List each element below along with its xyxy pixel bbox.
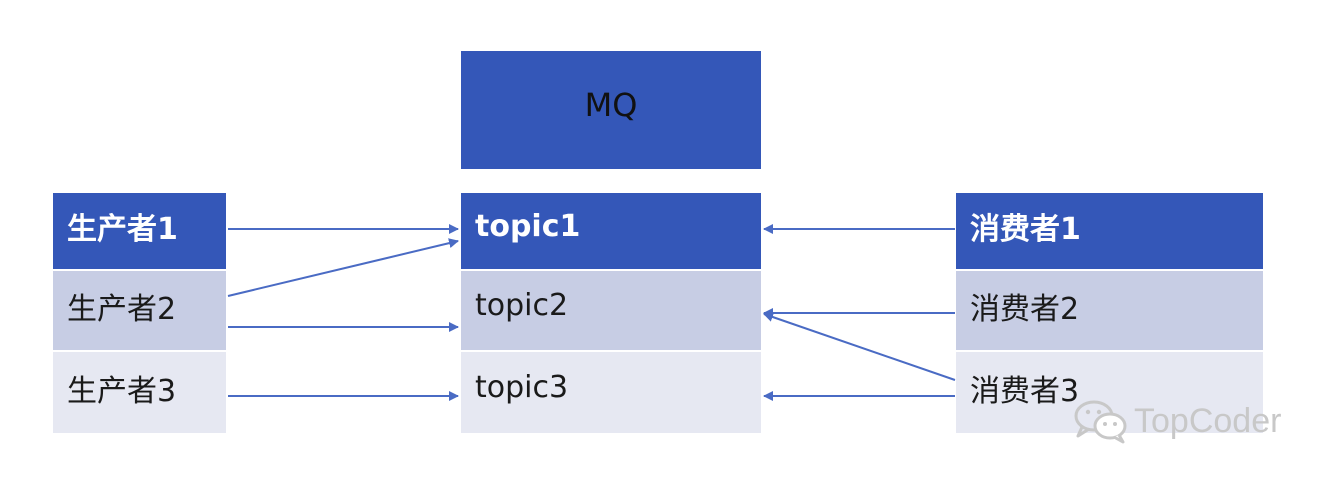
mq-header: MQ xyxy=(461,51,761,169)
consumer-2: 消费者2 xyxy=(956,271,1263,350)
topic-2-label: topic2 xyxy=(475,288,569,323)
consumer-1-label: 消费者1 xyxy=(970,212,1081,247)
topic-1: topic1 xyxy=(461,193,761,269)
wechat-icon xyxy=(1074,400,1127,444)
topic-3: topic3 xyxy=(461,352,761,433)
producer-2: 生产者2 xyxy=(53,271,226,350)
consumer-2-label: 消费者2 xyxy=(970,291,1080,327)
producer-3: 生产者3 xyxy=(53,352,226,433)
producer-3-label: 生产者3 xyxy=(67,373,177,409)
producer-1-label: 生产者1 xyxy=(67,212,178,247)
topic-1-label: topic1 xyxy=(475,208,581,244)
producer-2-label: 生产者2 xyxy=(67,291,177,327)
consumer-1: 消费者1 xyxy=(956,193,1263,269)
arrow-producer2-topic1 xyxy=(227,238,459,297)
arrow-consumer3-topic2 xyxy=(763,312,956,381)
mq-label: MQ xyxy=(584,86,638,124)
watermark-text: TopCoder xyxy=(1134,401,1282,440)
topic-3-label: topic3 xyxy=(475,370,569,405)
topic-2: topic2 xyxy=(461,271,761,350)
producer-1: 生产者1 xyxy=(53,193,226,269)
watermark: TopCoder xyxy=(1072,396,1281,446)
consumer-3-label: 消费者3 xyxy=(970,373,1080,409)
